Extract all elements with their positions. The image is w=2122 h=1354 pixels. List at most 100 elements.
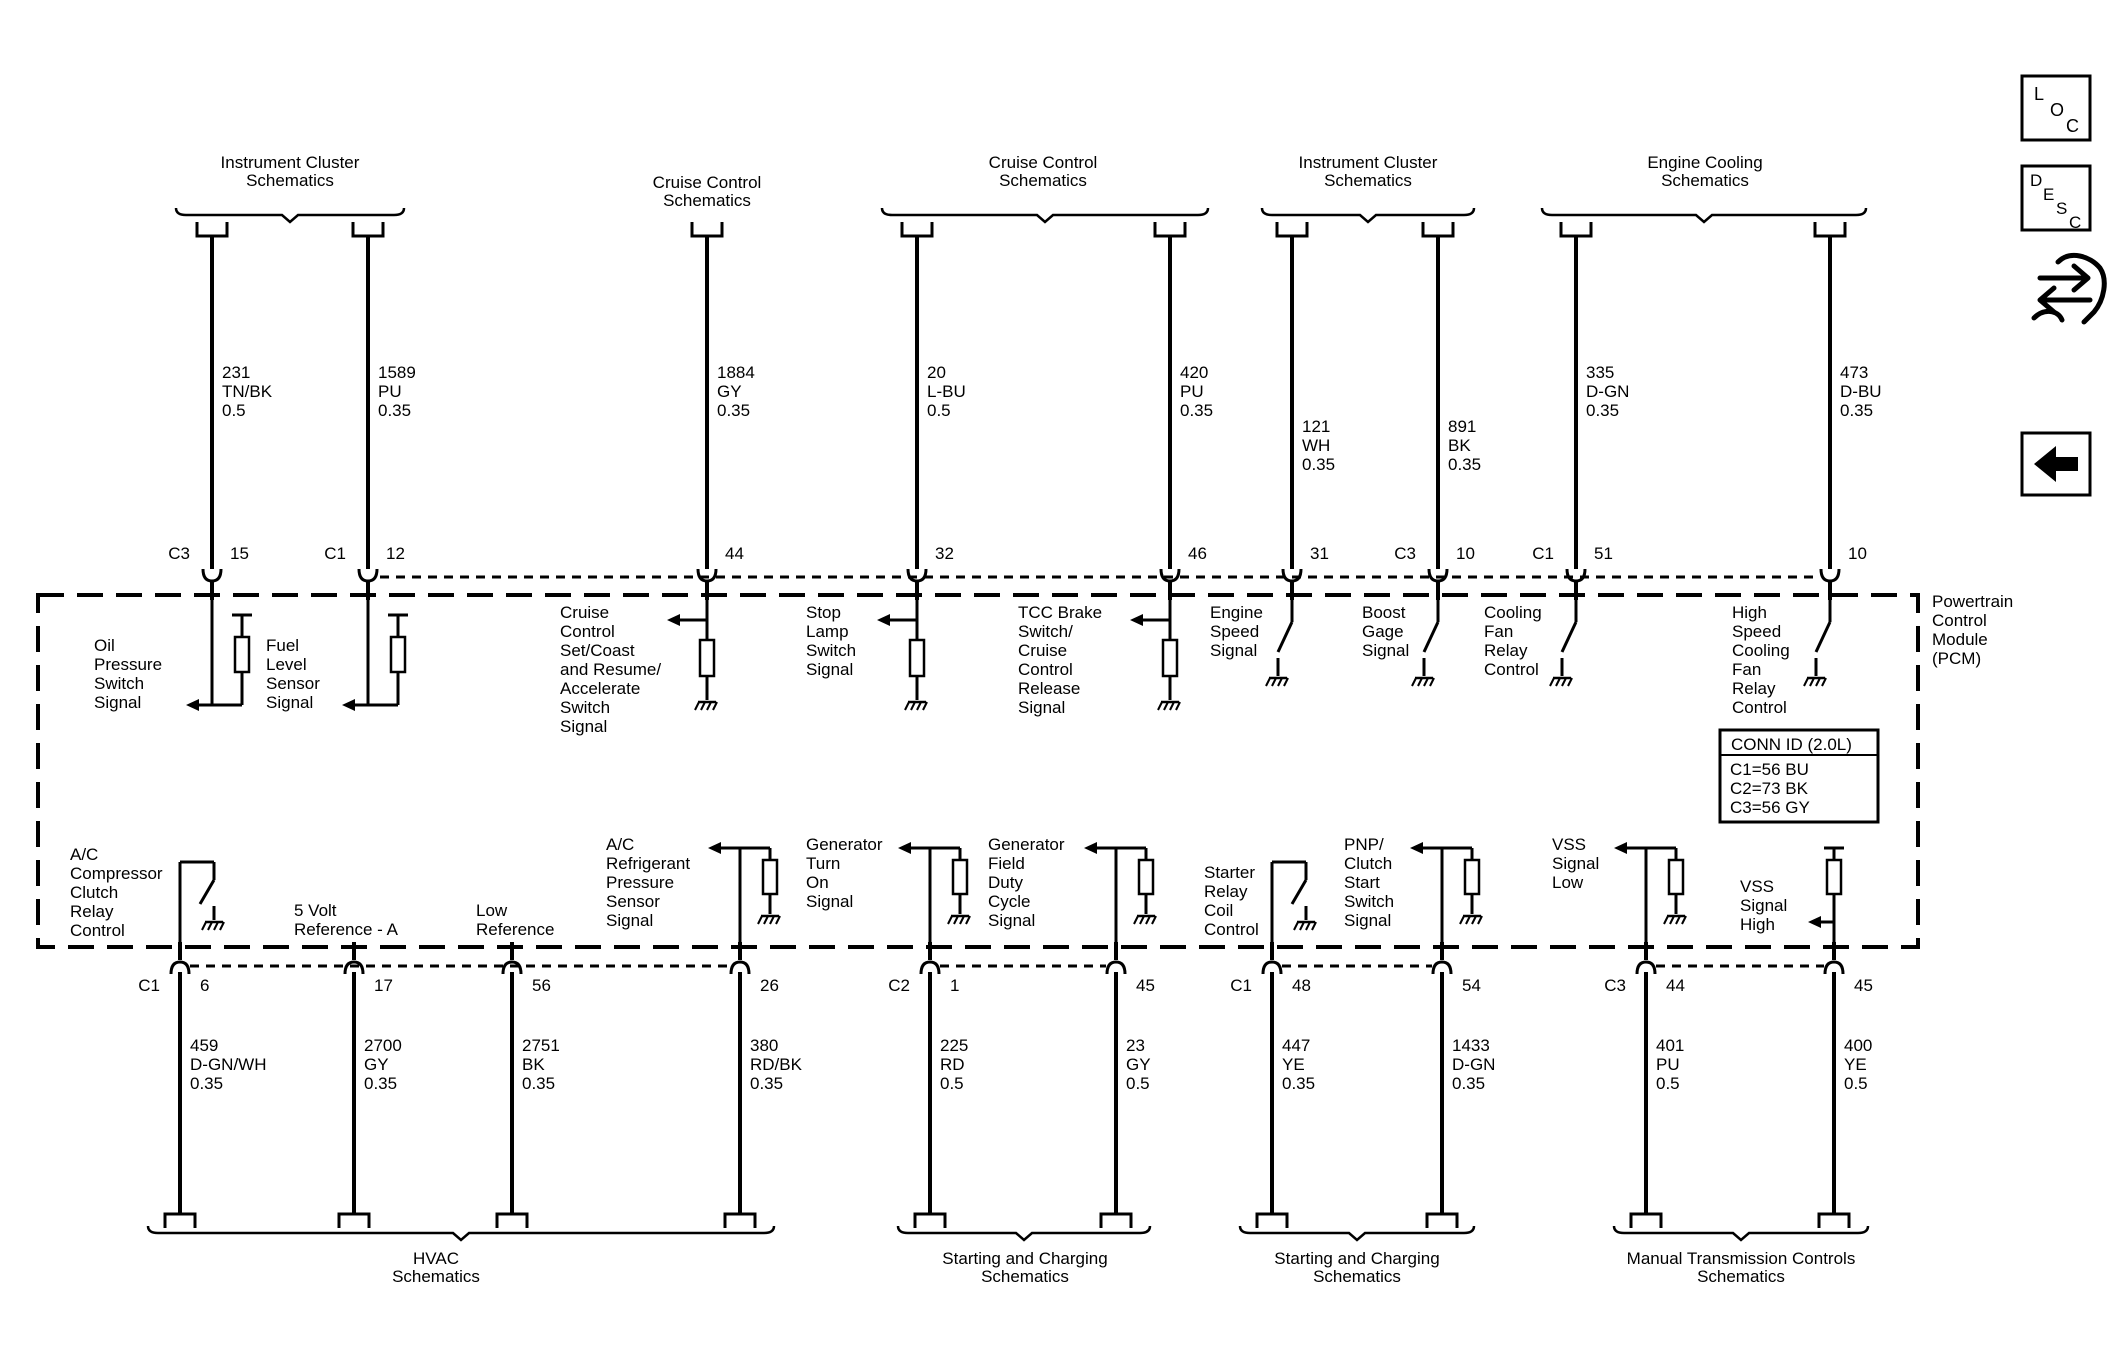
connector-pin-icon <box>1565 568 1587 583</box>
signal-arrow-icon <box>1614 842 1627 854</box>
sensor-input-circuit <box>1084 842 1157 942</box>
desc-letter: D <box>2030 171 2042 190</box>
relay-control-circuit <box>178 860 225 942</box>
function-label: Control <box>560 622 615 641</box>
circuit-number: 2700 <box>364 1036 402 1055</box>
function-label: Control <box>1732 698 1787 717</box>
wire-gauge: 0.35 <box>1586 401 1619 420</box>
function-label: VSS <box>1740 877 1774 896</box>
signal-arrow-icon <box>342 699 355 711</box>
pcm-label-line: Control <box>1932 611 1987 630</box>
connector-pin-icon <box>1105 960 1127 975</box>
relay-control-circuit <box>1270 860 1317 942</box>
wire-gauge: 0.35 <box>1282 1074 1315 1093</box>
connector-id: C3 <box>1604 976 1626 995</box>
connector-id: C2 <box>888 976 910 995</box>
group-brace <box>896 1225 1152 1242</box>
function-label: Cruise <box>1018 641 1067 660</box>
wire-color: L-BU <box>927 382 966 401</box>
back-button[interactable] <box>2020 431 2092 497</box>
ground-icon <box>1265 676 1289 687</box>
group-brace <box>146 1225 776 1242</box>
connector-pin-icon <box>906 568 928 583</box>
pin-number: 10 <box>1456 544 1475 563</box>
group-brace <box>1540 207 1868 224</box>
function-label: Clutch <box>1344 854 1392 873</box>
function-label: Generator <box>806 835 883 854</box>
loc-button[interactable]: L O C <box>2020 74 2092 142</box>
function-label: Duty <box>988 873 1023 892</box>
function-label: VSS <box>1552 835 1586 854</box>
wire-gauge: 0.35 <box>1840 401 1873 420</box>
wire-color: D-GN/WH <box>190 1055 266 1074</box>
circuit-20: 20L-BU0.532 <box>900 222 966 600</box>
connector-id-line: C3=56 GY <box>1730 798 1810 817</box>
switch-to-ground-circuit <box>1549 600 1578 687</box>
function-label: Signal <box>806 660 853 679</box>
circuit-number: 447 <box>1282 1036 1310 1055</box>
connector-id: C3 <box>1394 544 1416 563</box>
pin-number: 31 <box>1310 544 1329 563</box>
terminal-icon <box>1421 222 1455 238</box>
terminal-icon <box>1255 1212 1289 1228</box>
terminal-icon <box>195 222 229 238</box>
circuit-number: 1589 <box>378 363 416 382</box>
circuit-number: 400 <box>1844 1036 1872 1055</box>
switch-input-circuit <box>667 600 718 711</box>
function-label: Pressure <box>606 873 674 892</box>
ground-icon <box>201 920 225 931</box>
connector-pin-icon <box>919 960 941 975</box>
circuit-number: 121 <box>1302 417 1330 436</box>
function-label: Fan <box>1732 660 1761 679</box>
schematic-ref-title: Manual Transmission Controls <box>1627 1249 1856 1268</box>
signal-arrow-icon <box>877 614 890 626</box>
connector-pin-icon <box>1819 568 1841 583</box>
function-label: High <box>1732 603 1767 622</box>
function-label: Relay <box>70 902 114 921</box>
signal-arrow-icon <box>186 699 199 711</box>
pin-number: 45 <box>1854 976 1873 995</box>
circuit-number: 380 <box>750 1036 778 1055</box>
function-label: Gage <box>1362 622 1404 641</box>
signal-arrow-icon <box>898 842 911 854</box>
swap-arrows-icon[interactable] <box>2031 252 2107 325</box>
terminal-icon <box>1813 222 1847 238</box>
wire-color: D-GN <box>1452 1055 1495 1074</box>
connector-pin-icon <box>1427 568 1449 583</box>
function-label: Oil <box>94 636 115 655</box>
circuit-number: 225 <box>940 1036 968 1055</box>
pcm-label-line: Powertrain <box>1932 592 2013 611</box>
function-label: Relay <box>1204 882 1248 901</box>
schematic-ref-title: Cruise Control <box>989 153 1098 172</box>
schematic-ref-title: Cruise Control <box>653 173 762 192</box>
terminal-icon <box>1153 222 1187 238</box>
function-label: Stop <box>806 603 841 622</box>
function-label: Boost <box>1362 603 1406 622</box>
switch-to-ground-circuit <box>1411 600 1440 687</box>
function-label: Signal <box>560 717 607 736</box>
ground-icon <box>757 914 781 925</box>
function-label: 5 Volt <box>294 901 337 920</box>
terminal-icon <box>913 1212 947 1228</box>
pull-up-resistor <box>389 635 407 674</box>
pull-up-resistor <box>1463 858 1481 896</box>
connector-pin-icon <box>696 568 718 583</box>
desc-letter: C <box>2069 213 2081 232</box>
schematic-ref-title: Instrument Cluster <box>221 153 360 172</box>
sensor-input-circuit <box>342 600 408 711</box>
ground-icon <box>1133 914 1157 925</box>
desc-button[interactable]: D E S C <box>2020 164 2092 232</box>
circuit-number: 1433 <box>1452 1036 1490 1055</box>
function-label: Reference - A <box>294 920 399 939</box>
signal-arrow-icon <box>708 842 721 854</box>
wire-color: WH <box>1302 436 1330 455</box>
connector-pin-icon <box>169 960 191 975</box>
pull-up-resistor <box>951 858 969 896</box>
